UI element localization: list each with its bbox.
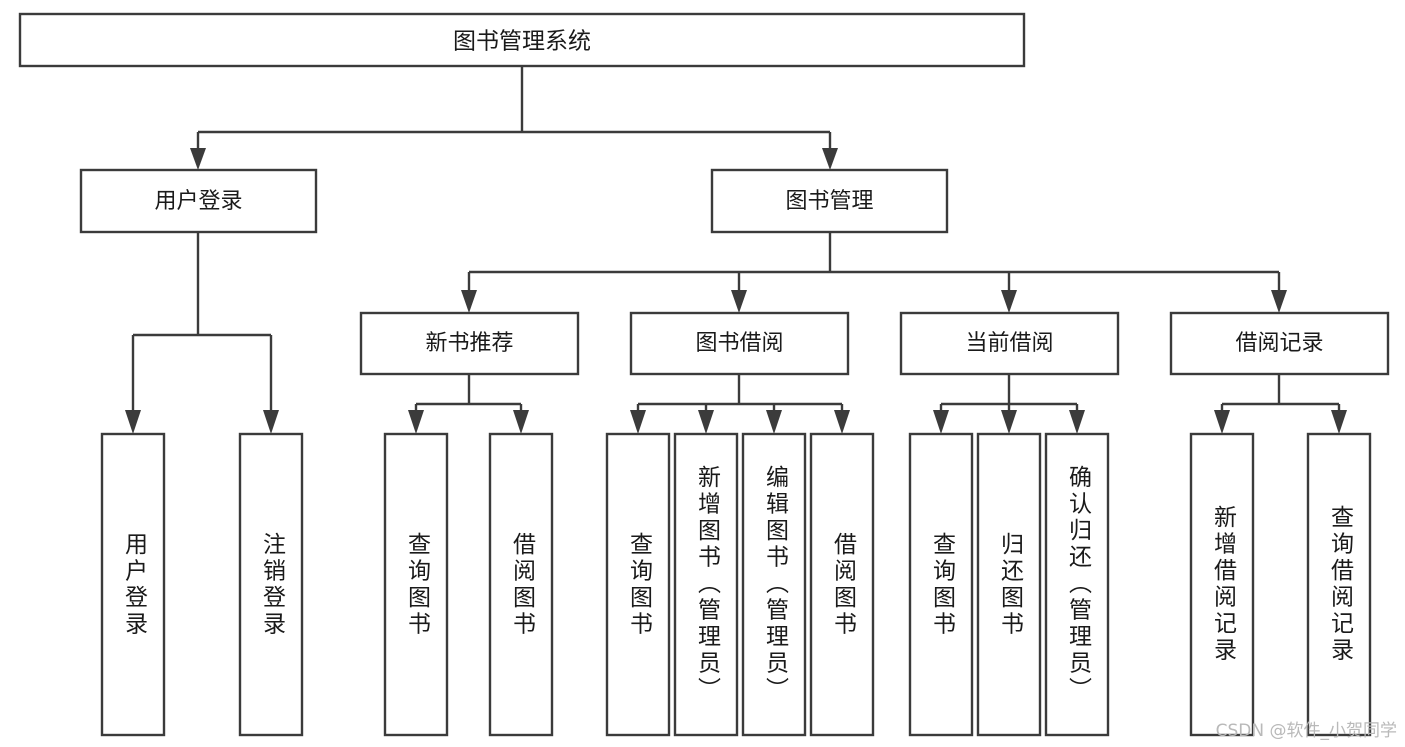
edge-group (125, 66, 1347, 434)
node-leaf-user-login[interactable] (100, 432, 166, 737)
node-leaf-edit-book-admin[interactable] (741, 432, 807, 737)
node-leaf-add-book-admin[interactable] (673, 432, 739, 737)
arrow-bookborrow-leaf-3 (766, 410, 782, 434)
watermark-text: CSDN @软件_小贺同学 (1215, 721, 1397, 741)
node-leaf-borrow-book-1[interactable] (488, 432, 554, 737)
arrow-bookborrow-leaf-1 (630, 410, 646, 434)
node-leaf-add-borrow-record[interactable] (1189, 432, 1255, 737)
arrow-to-user-login (190, 148, 206, 170)
node-new-book-recommend[interactable] (359, 311, 580, 376)
node-book-manage-label: 图书管理 (785, 189, 873, 214)
node-leaf-query-book-3[interactable] (908, 432, 974, 737)
node-leaf-confirm-return-admin[interactable] (1044, 432, 1110, 737)
arrow-bookborrow-leaf-4 (834, 410, 850, 434)
node-user-login-label: 用户登录 (154, 189, 242, 214)
node-root-label: 图书管理系统 (453, 29, 591, 55)
node-borrow-record[interactable] (1169, 311, 1390, 376)
node-leaf-logout[interactable] (238, 432, 304, 737)
node-current-borrow-label: 当前借阅 (965, 331, 1053, 356)
node-book-borrow[interactable] (629, 311, 850, 376)
node-leaf-borrow-book-2[interactable] (809, 432, 875, 737)
node-leaf-query-borrow-record[interactable] (1306, 432, 1372, 737)
arrow-borrowrecord-leaf-1 (1214, 410, 1230, 434)
node-root-book-system[interactable] (18, 12, 1026, 68)
node-new-book-recommend-label: 新书推荐 (425, 331, 513, 356)
node-borrow-record-label: 借阅记录 (1235, 331, 1323, 356)
node-leaf-return-book[interactable] (976, 432, 1042, 737)
node-group: 图书管理系统 用户登录 图书管理 新书推荐 图书借阅 当前借阅 借阅记录 (18, 12, 1390, 737)
arrow-to-new-book (461, 290, 477, 313)
arrow-currentborrow-leaf-1 (933, 410, 949, 434)
node-book-manage[interactable] (710, 168, 949, 234)
arrow-userlogin-leaf-1 (125, 410, 141, 434)
arrow-newbook-leaf-1 (408, 410, 424, 434)
arrow-to-current-borrow (1001, 290, 1017, 313)
arrow-to-borrow-record (1271, 290, 1287, 313)
arrow-currentborrow-leaf-3 (1069, 410, 1085, 434)
node-leaf-query-book-1[interactable] (383, 432, 449, 737)
arrow-bookborrow-leaf-2 (698, 410, 714, 434)
node-book-borrow-label: 图书借阅 (695, 331, 783, 356)
node-leaf-query-book-2[interactable] (605, 432, 671, 737)
node-current-borrow[interactable] (899, 311, 1120, 376)
arrow-userlogin-leaf-2 (263, 410, 279, 434)
arrow-to-book-manage (822, 148, 838, 170)
arrow-newbook-leaf-2 (513, 410, 529, 434)
node-user-login[interactable] (79, 168, 318, 234)
arrow-currentborrow-leaf-2 (1001, 410, 1017, 434)
arrow-borrowrecord-leaf-2 (1331, 410, 1347, 434)
arrow-to-book-borrow (731, 290, 747, 313)
